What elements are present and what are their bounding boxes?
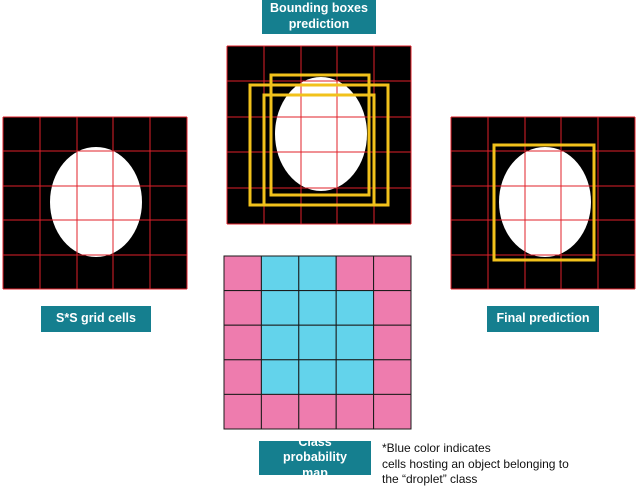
grid-lines <box>2 116 188 290</box>
class-cell-background <box>335 393 375 430</box>
class-cell-object <box>298 359 337 395</box>
class-cell-background <box>223 255 262 292</box>
droplet-object <box>499 147 591 257</box>
class-cell-background <box>335 255 375 292</box>
class-cell-background <box>223 393 262 430</box>
predicted-boxes <box>248 73 390 207</box>
bounding-boxes-label: Bounding boxes prediction <box>262 0 376 34</box>
grid-cells-label: S*S grid cells <box>41 306 151 332</box>
predicted-box <box>262 93 376 207</box>
class-probability-label: Class probability map <box>259 435 371 480</box>
class-cell-object <box>335 290 375 326</box>
class-cell-background <box>223 359 262 395</box>
class-cell-background <box>223 290 262 326</box>
class-cell-background <box>373 290 412 326</box>
predicted-box <box>269 73 371 197</box>
class-cell-background <box>373 255 412 292</box>
class-cell-background <box>260 393 300 430</box>
class-cell-object <box>298 324 337 361</box>
class-probability-map <box>223 255 412 430</box>
class-cell-object <box>335 324 375 361</box>
class-cell-object <box>260 290 300 326</box>
class-cell-object <box>260 255 300 292</box>
class-cell-object <box>335 359 375 395</box>
legend-note: *Blue color indicates cells hosting an o… <box>382 441 569 487</box>
class-cell-object <box>298 290 337 326</box>
bounding-boxes-panel <box>226 45 412 225</box>
class-cell-background <box>223 324 262 361</box>
class-cell-background <box>373 359 412 395</box>
class-cell-object <box>260 324 300 361</box>
class-cell-background <box>298 393 337 430</box>
grid-cells-panel <box>2 116 188 290</box>
class-cell-background <box>373 393 412 430</box>
class-cell-background <box>373 324 412 361</box>
final-prediction-label: Final prediction <box>487 306 599 332</box>
droplet-object <box>50 147 142 257</box>
final-prediction-panel <box>450 116 636 290</box>
class-cell-object <box>298 255 337 292</box>
droplet-object <box>275 77 367 191</box>
final-box <box>492 143 596 262</box>
class-cell-object <box>260 359 300 395</box>
